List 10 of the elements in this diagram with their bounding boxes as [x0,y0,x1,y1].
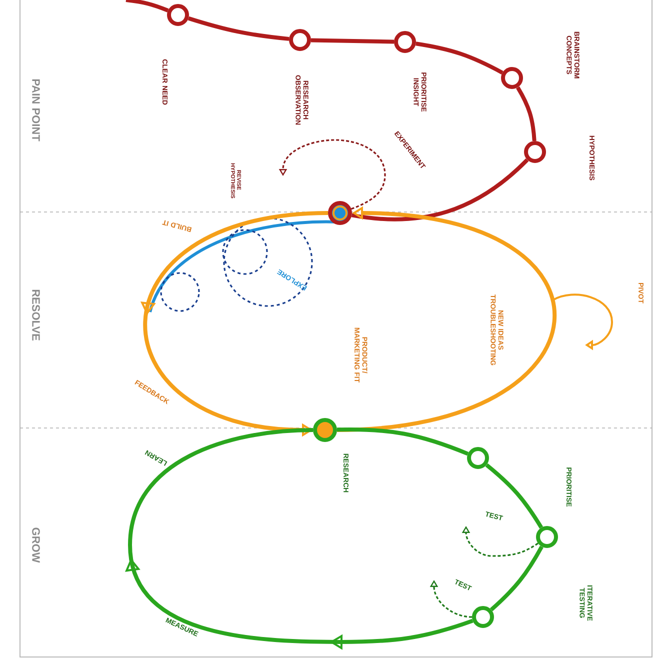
section-title: PAIN POINT [32,79,40,142]
station-circle [167,4,189,26]
section-title: RESOLVE [32,290,40,340]
connector-arrow [125,428,474,650]
station-circle [501,67,523,89]
station-circle [467,447,489,469]
station-circle [328,201,352,225]
station-circle [472,606,494,628]
station-circle [524,141,546,163]
section-title: GROW [32,528,40,563]
